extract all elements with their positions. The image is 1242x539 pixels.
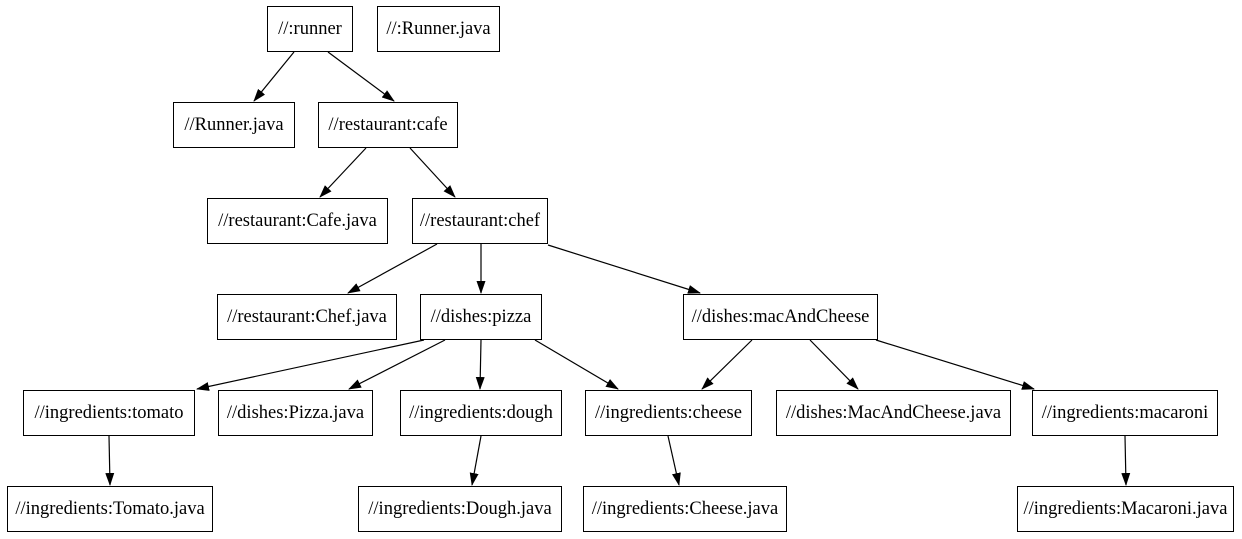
graph-node-runner-java-file: //:Runner.java (377, 6, 500, 52)
graph-node-ingredients-macaroni-java: //ingredients:Macaroni.java (1017, 486, 1234, 532)
graph-node-restaurant-chef-java: //restaurant:Chef.java (217, 294, 397, 340)
graph-node-ingredients-dough-java: //ingredients:Dough.java (358, 486, 562, 532)
graph-node-ingredients-tomato: //ingredients:tomato (23, 390, 195, 436)
graph-edge-dishes-macandcheese-to-dishes-macandcheese-java (809, 339, 859, 390)
graph-edge-restaurant-cafe-to-restaurant-chef (409, 147, 456, 198)
graph-edge-ingredients-macaroni-to-ingredients-macaroni-java (1121, 435, 1131, 486)
graph-edge-runner-to-restaurant-cafe (327, 51, 395, 102)
graph-edge-ingredients-dough-to-ingredients-dough-java (469, 435, 482, 486)
graph-edge-restaurant-chef-to-dishes-macandcheese (547, 244, 701, 294)
graph-edge-dishes-macandcheese-to-ingredients-cheese (701, 339, 753, 390)
graph-node-ingredients-dough: //ingredients:dough (400, 390, 562, 436)
graph-edge-dishes-pizza-to-dishes-pizza-java (348, 339, 446, 390)
graph-node-dishes-pizza-java: //dishes:Pizza.java (218, 390, 373, 436)
graph-edge-ingredients-tomato-to-ingredients-tomato-java (105, 435, 115, 486)
graph-node-dishes-pizza: //dishes:pizza (420, 294, 542, 340)
graph-edge-runner-to-runner-java (253, 51, 295, 102)
graph-edge-dishes-pizza-to-ingredients-cheese (534, 339, 619, 390)
graph-node-restaurant-cafe-java: //restaurant:Cafe.java (207, 198, 388, 244)
graph-edge-ingredients-cheese-to-ingredients-cheese-java (667, 435, 681, 486)
graph-node-runner-java: //Runner.java (173, 102, 295, 148)
graph-node-ingredients-tomato-java: //ingredients:Tomato.java (7, 486, 213, 532)
graph-edge-dishes-pizza-to-ingredients-tomato (196, 339, 425, 391)
graph-node-dishes-macandcheese: //dishes:macAndCheese (683, 294, 878, 340)
graph-node-ingredients-cheese-java: //ingredients:Cheese.java (583, 486, 787, 532)
graph-node-restaurant-chef: //restaurant:chef (412, 198, 548, 244)
graph-edge-restaurant-cafe-to-restaurant-cafe-java (319, 147, 367, 198)
graph-node-ingredients-macaroni: //ingredients:macaroni (1032, 390, 1218, 436)
graph-edge-restaurant-chef-to-restaurant-chef-java (347, 243, 438, 294)
graph-node-runner: //:runner (267, 6, 353, 52)
graph-node-restaurant-cafe: //restaurant:cafe (318, 102, 458, 148)
graph-node-ingredients-cheese: //ingredients:cheese (585, 390, 752, 436)
graph-edge-dishes-macandcheese-to-ingredients-macaroni (875, 339, 1035, 390)
graph-node-dishes-macandcheese-java: //dishes:MacAndCheese.java (776, 390, 1011, 436)
graph-edge-dishes-pizza-to-ingredients-dough (475, 339, 485, 390)
